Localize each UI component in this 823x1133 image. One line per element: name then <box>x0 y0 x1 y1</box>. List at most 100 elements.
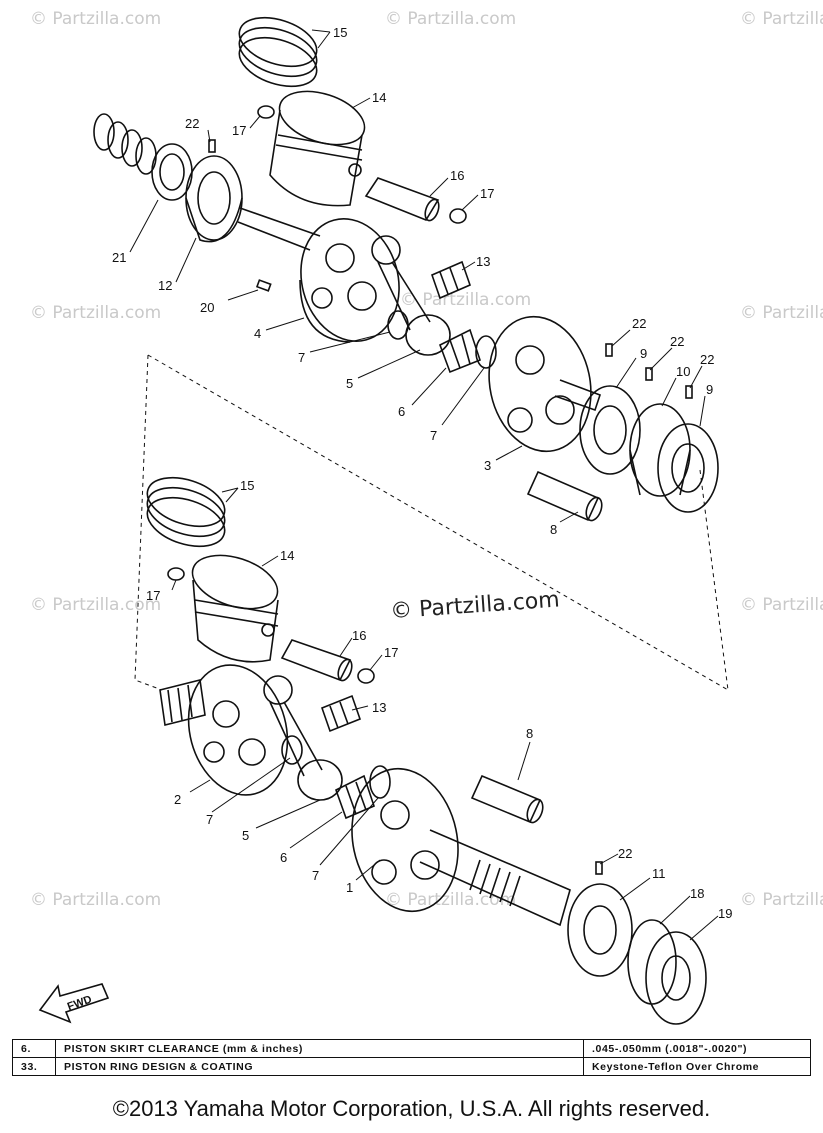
piston-pin-bottom <box>280 639 353 682</box>
piston-top <box>269 90 366 207</box>
callout-5: 5 <box>346 376 353 391</box>
callout-22: 22 <box>618 846 632 861</box>
piston-pin-top <box>364 177 440 222</box>
callout-11: 11 <box>652 866 666 881</box>
watermark: © Partzilla.com <box>740 303 823 323</box>
circlip-bottom-right <box>357 668 375 684</box>
forward-arrow-icon: FWD <box>38 983 110 1024</box>
callout-2: 2 <box>174 792 181 807</box>
callout-21: 21 <box>112 250 126 265</box>
callout-labels: 15 14 17 22 16 17 21 12 20 4 13 7 5 6 7 … <box>112 25 732 921</box>
spec-table: 6. PISTON SKIRT CLEARANCE (mm & inches) … <box>12 1039 811 1076</box>
callout-3: 3 <box>484 458 491 473</box>
needle-bearing-top <box>431 260 471 300</box>
spec-label: PISTON RING DESIGN & COATING <box>55 1057 584 1076</box>
circlip-top-left <box>257 105 275 119</box>
alignment-dashed-line <box>699 469 729 691</box>
callout-7: 7 <box>206 812 213 827</box>
thrust-washer-bottom <box>281 735 303 765</box>
callout-5: 5 <box>242 828 249 843</box>
callout-17: 17 <box>146 588 160 603</box>
callout-7: 7 <box>430 428 437 443</box>
circlip-bottom-left <box>167 567 185 581</box>
callout-14: 14 <box>372 90 386 105</box>
callout-9: 9 <box>640 346 647 361</box>
spec-value: Keystone-Teflon Over Chrome <box>583 1057 811 1076</box>
labyrinth-seal-10 <box>629 403 691 497</box>
dowel-pin <box>685 385 693 399</box>
callout-7: 7 <box>298 350 305 365</box>
callout-13: 13 <box>372 700 386 715</box>
needle-bearing-bottom <box>320 694 362 733</box>
callout-19: 19 <box>718 906 732 921</box>
spec-number: 6. <box>12 1039 56 1058</box>
watermark: © Partzilla.com <box>740 9 823 29</box>
callout-22: 22 <box>185 116 199 131</box>
crank-pin-bottom <box>470 774 544 824</box>
connecting-rod-top <box>371 235 451 356</box>
callout-8: 8 <box>526 726 533 741</box>
spec-number: 33. <box>12 1057 56 1076</box>
spec-label: PISTON SKIRT CLEARANCE (mm & inches) <box>55 1039 584 1058</box>
dowel-pin <box>595 861 603 875</box>
callout-6: 6 <box>280 850 287 865</box>
dowel-pin <box>645 367 653 381</box>
spec-row: 33. PISTON RING DESIGN & COATING Keyston… <box>12 1057 811 1076</box>
piston-rings-bottom <box>146 476 226 548</box>
crank-bearing-6-top <box>439 328 481 374</box>
parts-diagram: © Partzilla.com © Partzilla.com © Partzi… <box>30 9 823 1025</box>
callout-12: 12 <box>158 278 172 293</box>
shim-stack <box>93 113 157 175</box>
piston-bottom <box>191 554 279 663</box>
crank-wheel-4 <box>237 207 400 343</box>
crank-wheel-2 <box>159 664 289 796</box>
callout-9: 9 <box>706 382 713 397</box>
copyright-notice: ©2013 Yamaha Motor Corporation, U.S.A. A… <box>112 1096 711 1121</box>
callout-14: 14 <box>280 548 294 563</box>
callout-15: 15 <box>240 478 254 493</box>
callout-18: 18 <box>690 886 704 901</box>
oil-seal-19 <box>645 931 707 1025</box>
thrust-washer-top-right <box>475 335 497 369</box>
callout-17: 17 <box>232 123 246 138</box>
thrust-washer-top <box>387 310 409 340</box>
watermark-center: © Partzilla.com <box>389 587 560 624</box>
spec-value: .045-.050mm (.0018"-.0020") <box>583 1039 811 1058</box>
callout-22: 22 <box>700 352 714 367</box>
spec-row: 6. PISTON SKIRT CLEARANCE (mm & inches) … <box>12 1039 811 1058</box>
watermark: © Partzilla.com <box>400 290 531 310</box>
crank-wheel-3 <box>488 315 602 453</box>
dowel-pin <box>208 139 216 153</box>
fwd-label: FWD <box>66 993 94 1013</box>
callout-22: 22 <box>632 316 646 331</box>
bearing-12 <box>185 155 243 243</box>
connecting-rod-bottom <box>263 675 343 801</box>
watermark: © Partzilla.com <box>30 890 161 910</box>
alignment-dashed-line <box>147 354 729 691</box>
bearing-9-outer <box>657 423 719 513</box>
callout-8: 8 <box>550 522 557 537</box>
watermark-layer: © Partzilla.com © Partzilla.com © Partzi… <box>30 9 823 910</box>
callout-4: 4 <box>254 326 261 341</box>
dowel-pin <box>605 343 613 357</box>
thrust-washer-bottom-right <box>369 765 391 799</box>
crank-wheel-1 <box>351 767 571 927</box>
callout-10: 10 <box>676 364 690 379</box>
crank-pin-top <box>526 470 603 522</box>
watermark: © Partzilla.com <box>740 595 823 615</box>
callout-7: 7 <box>312 868 319 883</box>
watermark: © Partzilla.com <box>30 9 161 29</box>
watermark: © Partzilla.com <box>30 303 161 323</box>
callout-16: 16 <box>450 168 464 183</box>
woodruff-key <box>255 279 272 292</box>
watermark: © Partzilla.com <box>385 890 516 910</box>
bearing-9-inner <box>579 385 641 475</box>
piston-rings-top <box>238 16 318 88</box>
callout-17: 17 <box>480 186 494 201</box>
circlip-top-right <box>449 208 467 224</box>
callout-16: 16 <box>352 628 366 643</box>
alignment-dashed-line <box>134 354 163 691</box>
callout-6: 6 <box>398 404 405 419</box>
callout-22: 22 <box>670 334 684 349</box>
watermark: © Partzilla.com <box>385 9 516 29</box>
